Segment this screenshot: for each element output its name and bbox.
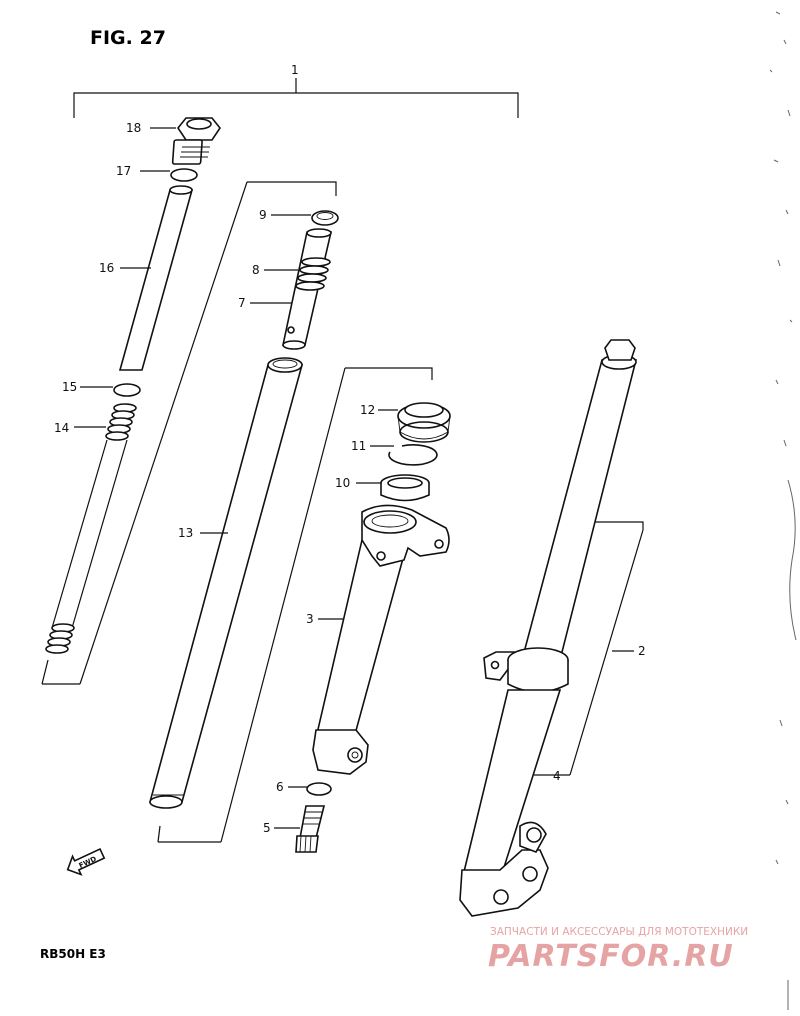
callout-1: 1 xyxy=(291,63,299,77)
part-11-snap-ring xyxy=(388,444,438,466)
callout-7: 7 xyxy=(238,296,246,310)
model-label: RB50H E3 xyxy=(40,947,106,961)
part-9-seal xyxy=(311,210,339,226)
callout-17: 17 xyxy=(116,164,131,178)
part-16-spacer-tube xyxy=(118,185,194,371)
watermark: ЗАПЧАСТИ И АКСЕССУАРЫ ДЛЯ МОТОТЕХНИКИ PA… xyxy=(488,926,748,974)
callout-4: 4 xyxy=(553,769,561,783)
subassembly-outline-right xyxy=(592,521,644,530)
callout-13: 13 xyxy=(178,526,193,540)
subassembly-outline-left xyxy=(247,181,337,196)
part-4-outer-tube-right xyxy=(459,647,569,917)
callout-3: 3 xyxy=(306,612,314,626)
watermark-tagline: ЗАПЧАСТИ И АКСЕССУАРЫ ДЛЯ МОТОТЕХНИКИ xyxy=(490,926,748,938)
part-12-dust-seal xyxy=(397,402,451,443)
callout-2: 2 xyxy=(638,644,646,658)
callout-10: 10 xyxy=(335,476,350,490)
part-17-o-ring xyxy=(170,168,198,182)
part-15-washer xyxy=(113,383,141,397)
subassembly-outline-inner xyxy=(345,367,433,380)
part-3-outer-tube-left xyxy=(312,504,450,775)
figure-title: FIG. 27 xyxy=(90,27,166,49)
callout-9: 9 xyxy=(259,208,267,222)
callout-18: 18 xyxy=(126,121,141,135)
part-10-oil-seal xyxy=(380,474,430,502)
assembly-bracket xyxy=(73,78,519,118)
callout-15: 15 xyxy=(62,380,77,394)
fwd-arrow-icon: FWD xyxy=(66,847,106,876)
part-5-bolt xyxy=(295,805,326,853)
callout-11: 11 xyxy=(351,439,366,453)
part-8-piston-ring xyxy=(295,257,331,291)
part-14-spring xyxy=(45,403,137,654)
scan-edge-noise xyxy=(769,11,797,1010)
callout-5: 5 xyxy=(263,821,271,835)
callout-12: 12 xyxy=(360,403,375,417)
part-6-gasket-washer xyxy=(306,782,332,796)
part-13-inner-tube xyxy=(148,357,304,809)
callout-6: 6 xyxy=(276,780,284,794)
watermark-brand: PARTSFOR.RU xyxy=(488,939,734,974)
part-18-cap-bolt xyxy=(171,117,221,165)
callout-14: 14 xyxy=(54,421,69,435)
callout-16: 16 xyxy=(99,261,114,275)
callout-8: 8 xyxy=(252,263,260,277)
